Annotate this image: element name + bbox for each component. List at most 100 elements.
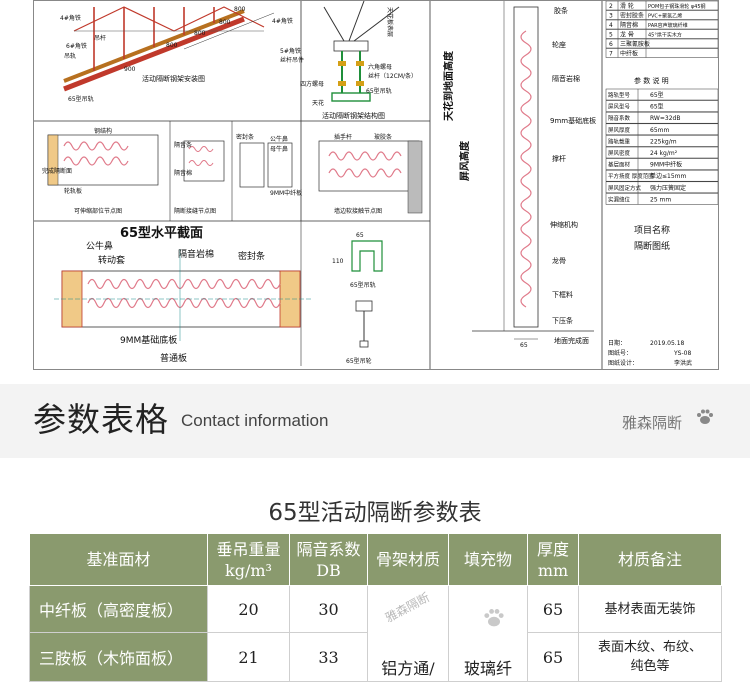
svg-text:6#角铁: 6#角铁 (66, 42, 87, 50)
svg-text:公牛鼻: 公牛鼻 (270, 135, 288, 143)
svg-text:隔音条: 隔音条 (174, 141, 192, 149)
param-label-cell: 平方扬度 厚度范围 (608, 172, 654, 180)
svg-text:隔音岩棉: 隔音岩棉 (178, 248, 214, 260)
svg-text:2019.05.18: 2019.05.18 (650, 340, 685, 347)
row-db: 33 (289, 632, 368, 682)
svg-text:65型吊轨: 65型吊轨 (366, 87, 392, 95)
svg-text:钢结构: 钢结构 (94, 127, 112, 135)
svg-text:轮座: 轮座 (552, 40, 566, 49)
svg-text:李洪武: 李洪武 (674, 359, 692, 367)
svg-text:800: 800 (166, 42, 178, 49)
svg-text:800: 800 (219, 19, 231, 26)
svg-text:65型吊轮: 65型吊轮 (346, 357, 372, 365)
svg-text:隔断图纸: 隔断图纸 (634, 240, 670, 252)
title-block-cell: PAR容声玻璃纤维 (648, 22, 688, 29)
paw-icon (484, 609, 504, 627)
svg-text:天花: 天花 (312, 99, 324, 107)
param-value-cell: 单边≤15mm (650, 172, 687, 180)
table-row: 三胺板（木饰面板） 21 33 65 表面木纹、布纹、纯色等 (29, 632, 722, 682)
param-label-cell: 屏风型号 (608, 103, 631, 111)
svg-text:吊轨: 吊轨 (64, 52, 76, 60)
svg-text:伸缩机构: 伸缩机构 (550, 220, 578, 229)
table-row: 中纤板（高密度板） 20 30 铝方通/ 玻璃纤 65 基材表面无装饰 (29, 585, 722, 682)
col-header-base-material: 基准面材 (29, 533, 208, 586)
title-block-cell: 三聚氰胺板 (620, 40, 650, 48)
row-material-name: 三胺板（木饰面板） (29, 632, 208, 682)
svg-text:65: 65 (520, 342, 528, 349)
svg-text:公牛鼻: 公牛鼻 (86, 240, 113, 252)
svg-text:玻胶条: 玻胶条 (374, 133, 392, 141)
svg-text:隔音棉: 隔音棉 (174, 169, 192, 177)
svg-text:110: 110 (332, 258, 344, 265)
svg-text:下压条: 下压条 (552, 316, 573, 325)
title-block-cell: 4 (609, 22, 613, 29)
row-weight: 20 (207, 585, 290, 633)
param-value-cell: 65型 (650, 103, 664, 111)
svg-text:胶条: 胶条 (554, 6, 568, 15)
svg-text:9MM中纤板: 9MM中纤板 (270, 189, 302, 197)
svg-text:隔断接缝节点图: 隔断接缝节点图 (174, 207, 216, 215)
svg-text:图纸设计：: 图纸设计： (608, 359, 638, 367)
svg-text:800: 800 (194, 30, 206, 37)
svg-text:日期：: 日期： (608, 339, 626, 347)
title-block-cell: 3 (609, 13, 613, 20)
param-label-cell: 路轨型号 (608, 91, 631, 99)
svg-text:65: 65 (120, 226, 138, 241)
svg-text:密封条: 密封条 (238, 250, 265, 262)
title-block-cell: 密封胶条 (620, 12, 644, 20)
param-value-cell: 9MM中纤板 (650, 161, 682, 169)
row-note: 表面木纹、布纹、纯色等 (578, 632, 722, 682)
row-thickness: 65 (527, 632, 579, 682)
svg-text:转动套: 转动套 (98, 254, 125, 266)
svg-text:插手杆: 插手杆 (334, 133, 352, 141)
paw-icon (697, 409, 713, 424)
col-header-filler: 填充物 (448, 533, 528, 586)
title-block-cell: 2 (609, 3, 613, 10)
title-block-cell: 7 (609, 51, 613, 58)
title-block-cell: 45°烘干实木方 (648, 32, 682, 39)
svg-text:母牛鼻: 母牛鼻 (270, 145, 288, 153)
param-value-cell: 25 mm (650, 196, 671, 203)
svg-text:900: 900 (124, 66, 136, 73)
table-title: 65型活动隔断参数表 (268, 500, 482, 526)
svg-text:65型吊轨: 65型吊轨 (68, 95, 94, 103)
svg-text:65: 65 (356, 232, 364, 239)
svg-text:800: 800 (234, 6, 246, 13)
param-label-cell: 屏风固定方式 (608, 184, 642, 192)
svg-text:丝杆吊件: 丝杆吊件 (280, 56, 304, 64)
title-block-cell: 隔音棉 (620, 21, 638, 29)
svg-text:轮轨板: 轮轨板 (64, 187, 82, 195)
steel-frame-structure-drawing: 4#角铁 5#角铁 丝杆吊件 六角螺母 丝杆（12CM/条） 四方螺母 65型吊… (272, 1, 417, 120)
svg-text:活动隔断钢架安装图: 活动隔断钢架安装图 (142, 74, 205, 83)
row-material-name: 中纤板（高密度板） (29, 585, 208, 633)
svg-text:4#角铁: 4#角铁 (60, 14, 81, 22)
row-note: 基材表面无装饰 (578, 585, 722, 633)
param-label-cell: 实漏缝位 (608, 195, 631, 203)
col-header-frame: 骨架材质 (367, 533, 449, 586)
svg-text:9mm基础底板: 9mm基础底板 (550, 116, 596, 125)
param-label-cell: 屏风密度 (608, 149, 631, 157)
svg-text:龙骨: 龙骨 (552, 256, 566, 265)
svg-text:项目名称: 项目名称 (634, 224, 670, 236)
svg-text:六角螺母: 六角螺母 (368, 63, 392, 71)
section-header-band (0, 384, 750, 458)
title-block-cell: PVC+聚氯乙烯 (648, 13, 682, 20)
param-value-cell: 225kg/m (650, 138, 677, 145)
title-block-cell: 6 (609, 41, 613, 48)
svg-text:图纸号：: 图纸号： (608, 349, 632, 357)
joint-detail-drawings: 钢结构 完成隔断面 轮轨板 可伸缩部位节点图 隔音条 隔音棉 隔断接缝节点图 密… (42, 127, 423, 215)
param-label-cell: 路轨载重 (608, 137, 631, 145)
section-title: 参数表格 (33, 400, 169, 439)
svg-text:65型吊轨: 65型吊轨 (350, 281, 376, 289)
svg-text:天花到地面高度: 天花到地面高度 (442, 50, 455, 121)
svg-text:吊杆: 吊杆 (94, 34, 106, 42)
svg-text:完成隔断面: 完成隔断面 (42, 167, 72, 175)
svg-text:四方螺母: 四方螺母 (300, 80, 324, 88)
row-filler: 玻璃纤 (448, 585, 528, 682)
param-value-cell: RW=32dB (650, 115, 680, 122)
param-value-cell: 24 kg/m² (650, 150, 678, 157)
param-value-cell: 65mm (650, 127, 669, 134)
row-frame: 铝方通/ (367, 585, 449, 682)
